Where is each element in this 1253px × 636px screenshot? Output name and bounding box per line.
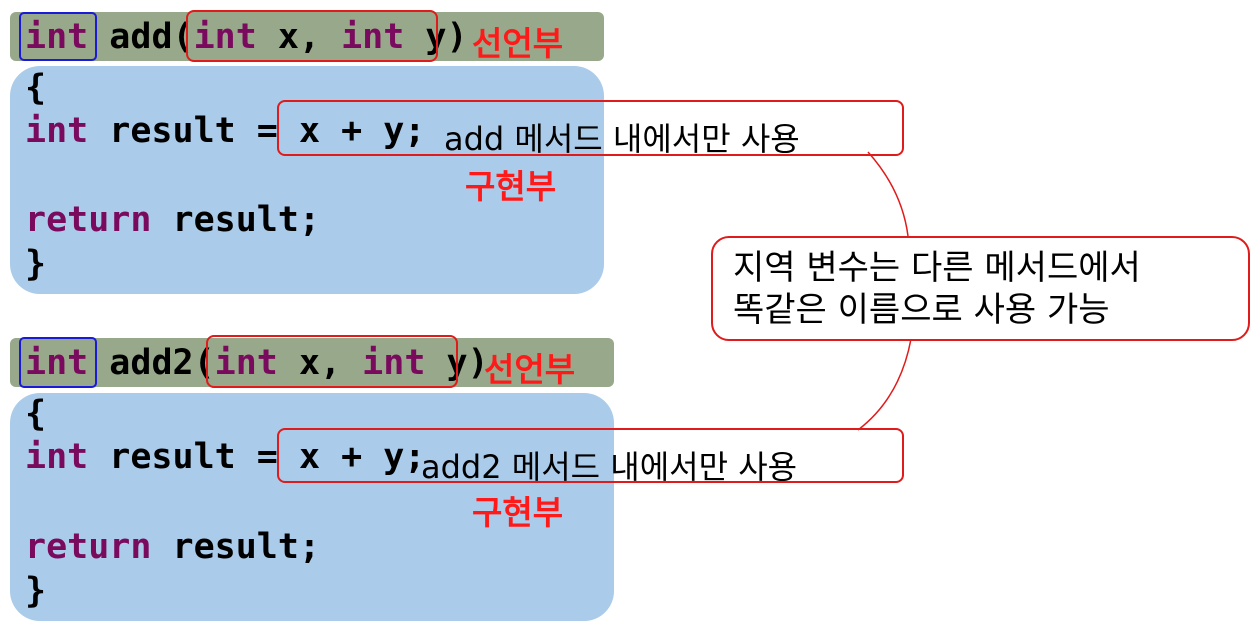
variable-declaration: result =	[88, 111, 299, 151]
close-paren: )	[446, 17, 468, 57]
close-brace: }	[25, 571, 47, 611]
scope-note: add 메서드 내에서만 사용	[444, 120, 800, 158]
declaration-bar-add2	[10, 338, 614, 387]
implementation-label: 구현부	[465, 167, 557, 206]
parameters-highlight	[186, 10, 438, 62]
expression: x + y;	[298, 437, 426, 477]
scope-highlight	[277, 100, 904, 156]
callout-line-1: 지역 변수는 다른 메서드에서	[733, 248, 1141, 288]
scope-note: add2 메서드 내에서만 사용	[421, 448, 798, 486]
declaration-label: 선언부	[484, 350, 576, 389]
return-type-highlight	[19, 12, 97, 61]
body-box-add2	[10, 393, 614, 621]
signature-add2: int add2(int x, int y)	[25, 343, 489, 383]
param-name: x,	[277, 343, 363, 383]
param-name: y	[404, 17, 447, 57]
param-type: int	[193, 17, 257, 57]
return-line: return result;	[25, 200, 320, 240]
close-paren: )	[467, 343, 489, 383]
callout-line-2: 똑같은 이름으로 사용 가능	[733, 290, 1110, 330]
scope-highlight	[277, 428, 904, 483]
variable-declaration: result =	[88, 437, 299, 477]
param-type: int	[341, 17, 405, 57]
local-variable-line: int result = x + y;	[25, 437, 425, 477]
return-line: return result;	[25, 527, 320, 567]
return-type: int	[25, 17, 89, 57]
connector-line-top	[867, 151, 909, 237]
return-keyword: return	[25, 527, 152, 567]
method-name: add2(	[109, 343, 215, 383]
open-brace: {	[25, 394, 47, 434]
connector-line-bottom	[857, 338, 912, 431]
param-type: int	[362, 343, 426, 383]
return-keyword: return	[25, 200, 152, 240]
expression: x + y;	[298, 111, 426, 151]
return-value: result;	[151, 200, 321, 240]
body-box-add	[10, 66, 604, 294]
declaration-bar-add	[10, 12, 604, 61]
param-type: int	[214, 343, 278, 383]
type-keyword: int	[25, 437, 89, 477]
local-variable-callout: 지역 변수는 다른 메서드에서 똑같은 이름으로 사용 가능	[711, 236, 1250, 341]
close-brace: }	[25, 244, 47, 284]
return-type: int	[25, 343, 89, 383]
declaration-label: 선언부	[472, 24, 564, 63]
parameters-highlight	[206, 335, 458, 388]
open-brace: {	[25, 68, 47, 108]
param-name: x,	[256, 17, 342, 57]
signature-add: int add(int x, int y)	[25, 17, 468, 57]
method-name: add(	[109, 17, 194, 57]
type-keyword: int	[25, 111, 89, 151]
return-type-highlight	[19, 337, 97, 388]
return-value: result;	[151, 527, 321, 567]
implementation-label: 구현부	[472, 493, 564, 532]
local-variable-line: int result = x + y;	[25, 111, 425, 151]
